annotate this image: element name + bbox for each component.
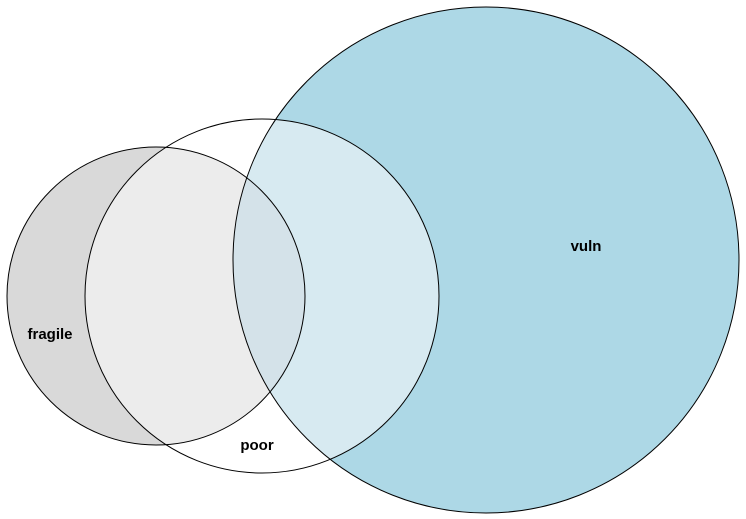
- set-poor-outline: [84, 118, 440, 474]
- label-poor: poor: [240, 437, 273, 454]
- label-fragile: fragile: [27, 326, 72, 343]
- set-fragile-outline: [6, 146, 306, 446]
- label-vuln: vuln: [571, 238, 602, 255]
- set-vuln-outline: [232, 6, 740, 514]
